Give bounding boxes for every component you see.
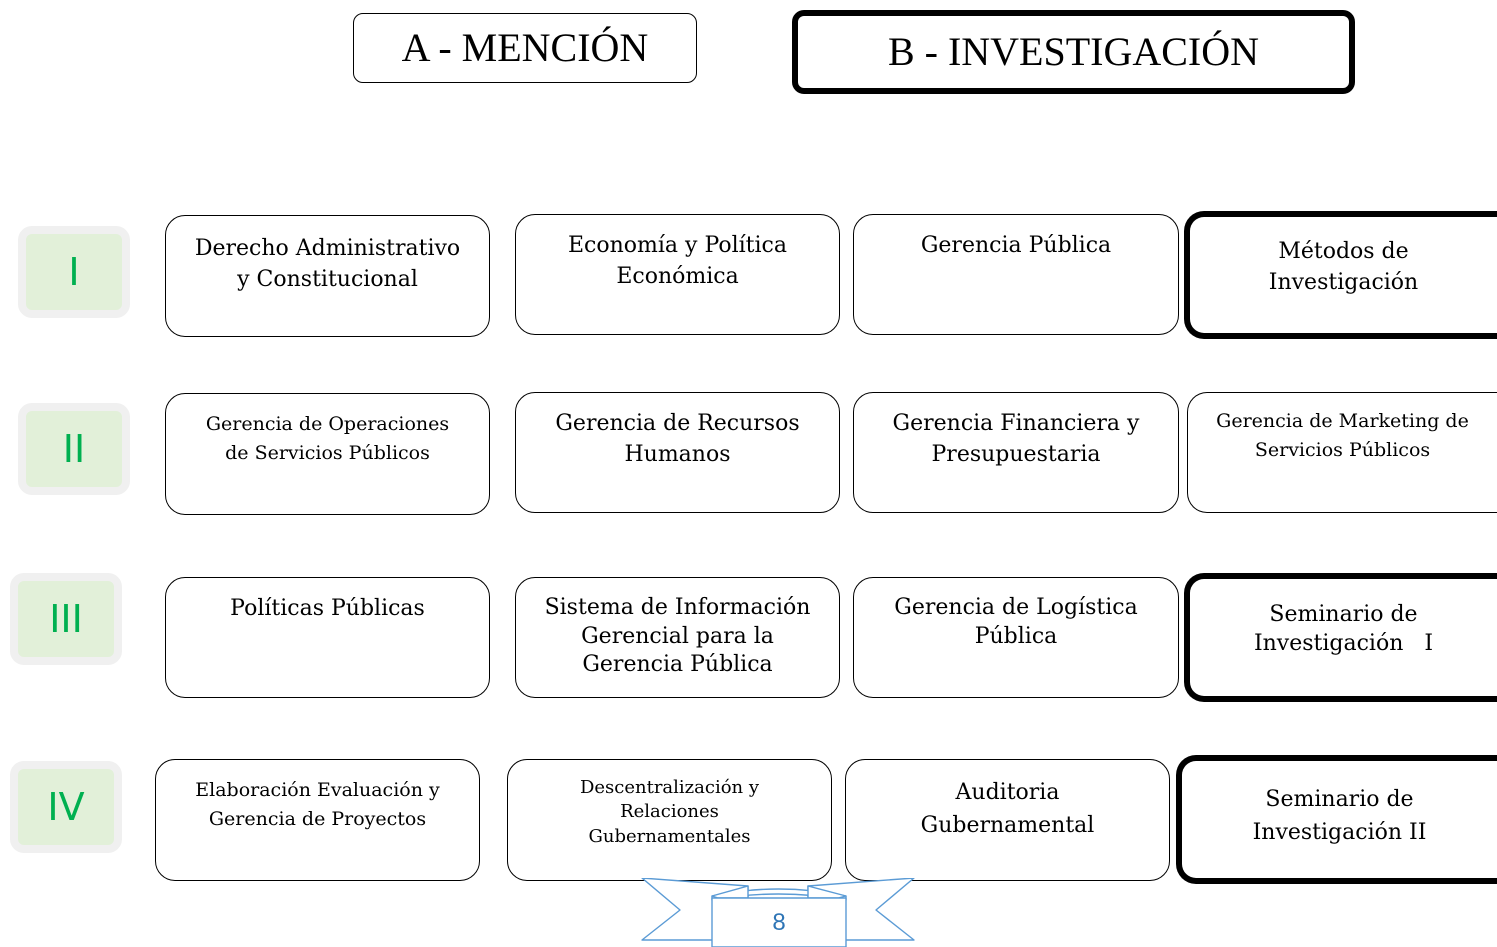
course-line: Gerencial para la [581, 623, 774, 649]
course-line: Pública [974, 623, 1058, 649]
level-badge-1: I [18, 226, 130, 318]
course-line: Investigación I [1253, 630, 1434, 656]
course-line: Humanos [624, 441, 731, 467]
level-badge-3: III [10, 573, 122, 665]
course-line: Gerencia de Marketing de [1216, 410, 1469, 432]
research-course-box: Métodos de Investigación [1184, 211, 1497, 339]
course-line: Gubernamental [920, 813, 1095, 838]
course-line: de Servicios Públicos [225, 442, 430, 465]
research-header: B - INVESTIGACIÓN [792, 10, 1355, 94]
course-box: Economía y Política Económica [515, 214, 840, 335]
course-line: Relaciones [620, 801, 719, 823]
course-box: Gerencia Pública [853, 214, 1179, 335]
course-box: Auditoria Gubernamental [845, 759, 1170, 881]
course-box: Derecho Administrativo y Constitucional [165, 215, 490, 337]
course-box: Gerencia de Recursos Humanos [515, 392, 840, 513]
course-line: Presupuestaria [931, 441, 1101, 467]
level-label: III [49, 597, 83, 641]
course-box: Gerencia de Operaciones de Servicios Púb… [165, 393, 490, 515]
course-line: Investigación II [1252, 820, 1427, 845]
course-box: Sistema de Información Gerencial para la… [515, 577, 840, 698]
course-line: Políticas Públicas [230, 596, 425, 621]
course-line: Gerencia de Recursos [555, 411, 800, 436]
course-line: Auditoria [955, 780, 1060, 805]
course-line: Gerencia de Operaciones [205, 413, 450, 435]
page-number: 8 [772, 908, 786, 936]
level-badge-2: II [18, 403, 130, 495]
course-line: Servicios Públicos [1254, 439, 1431, 462]
level-label: I [68, 250, 80, 294]
course-line: Investigación [1268, 269, 1419, 295]
mention-header: A - MENCIÓN [353, 13, 697, 83]
level-label: IV [47, 785, 85, 829]
course-box: Gerencia Financiera y Presupuestaria [853, 392, 1179, 513]
course-line: Descentralización y [579, 777, 760, 798]
course-box: Gerencia de Marketing de Servicios Públi… [1187, 392, 1497, 513]
course-box: Descentralización y Relaciones Gubername… [507, 759, 832, 881]
course-box: Elaboración Evaluación y Gerencia de Pro… [155, 759, 480, 881]
course-line: Elaboración Evaluación y [195, 779, 440, 801]
course-line: Gubernamentales [588, 825, 751, 847]
course-line: Económica [616, 263, 739, 289]
course-box: Gerencia de Logística Pública [853, 577, 1179, 698]
mention-header-label: A - MENCIÓN [401, 25, 649, 70]
course-line: Seminario de [1265, 787, 1414, 812]
course-line: Gerencia Pública [920, 233, 1112, 258]
course-line: Sistema de Información [544, 595, 811, 620]
course-line: Gerencia Financiera y [892, 411, 1140, 436]
research-course-box: Seminario de Investigación II [1176, 755, 1497, 884]
course-line: Métodos de [1278, 239, 1409, 264]
level-badge-4: IV [10, 761, 122, 853]
level-label: II [62, 427, 86, 471]
course-line: Derecho Administrativo [194, 236, 461, 261]
course-line: Seminario de [1269, 602, 1418, 627]
course-line: Gerencia de Proyectos [208, 808, 427, 831]
course-line: y Constitucional [237, 266, 418, 292]
course-line: Economía y Política [567, 233, 787, 258]
course-line: Gerencia de Logística [894, 595, 1138, 620]
course-box: Políticas Públicas [165, 577, 490, 698]
research-course-box: Seminario de Investigación I [1184, 573, 1497, 702]
course-line: Gerencia Pública [582, 652, 773, 678]
page-ribbon-icon [641, 878, 915, 947]
research-header-label: B - INVESTIGACIÓN [887, 29, 1260, 74]
